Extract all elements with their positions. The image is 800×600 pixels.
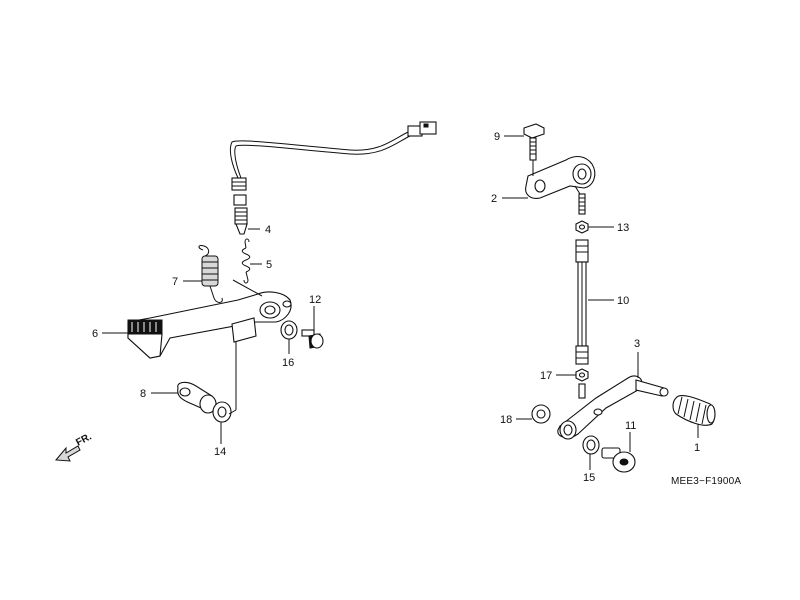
pivot-bolt [601,447,636,473]
callout-12: 12 [309,294,321,306]
shift-lever [557,375,669,440]
pivot-collar [177,381,217,414]
front-direction-arrow: FR. [54,431,94,462]
shift-rod [575,239,589,365]
callout-15: 15 [583,472,595,484]
front-label: FR. [74,431,94,448]
washer-18 [531,404,551,424]
callout-17: 17 [540,370,552,382]
footpeg-rubber [672,395,716,426]
callout-2: 2 [491,193,497,205]
callout-7: 7 [172,276,178,288]
callout-4: 4 [265,224,271,236]
callout-18: 18 [500,414,512,426]
brake-pedal [127,291,292,359]
nut-17 [575,368,589,382]
callout-3: 3 [634,338,640,350]
callout-8: 8 [140,388,146,400]
switch-spring [241,238,251,284]
shift-arm [525,155,596,199]
pedal-return-spring [198,245,223,303]
bolt-9 [523,123,545,161]
right-leaders [502,135,699,470]
left-guide-lines [228,279,263,415]
callout-9: 9 [494,131,500,143]
callout-14: 14 [214,446,226,458]
bolt-12 [301,329,324,349]
callout-10: 10 [617,295,629,307]
washer-15 [582,435,600,455]
callout-5: 5 [266,259,272,271]
brake-switch-cable [229,121,437,179]
nut-13 [575,220,589,234]
callout-16: 16 [282,357,294,369]
callout-11: 11 [625,420,636,432]
callout-1: 1 [694,442,700,454]
figure-code: MEE3−F1900A [671,476,741,487]
washer-16 [280,320,298,340]
arm-thread [578,193,586,215]
left-leaders [102,228,315,444]
callout-6: 6 [92,328,98,340]
brake-switch [231,177,248,235]
callout-13: 13 [617,222,629,234]
washer-14 [212,401,232,423]
